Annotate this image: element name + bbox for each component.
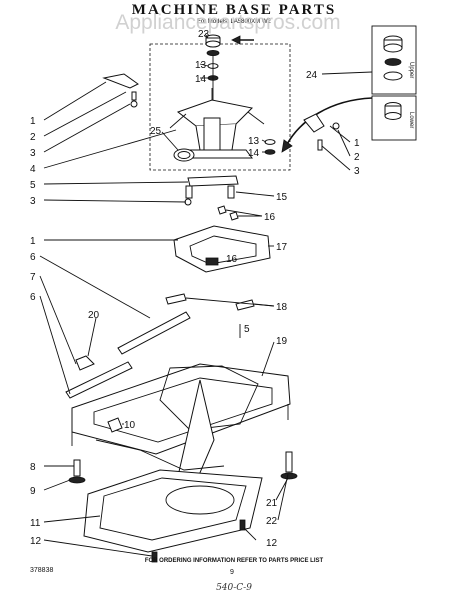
foot-pad-left (68, 476, 86, 484)
leveling-leg-left (73, 459, 81, 477)
seal-ring-inner (177, 151, 191, 159)
clip-bracket-left (102, 73, 139, 89)
callout-14-right: 14 (248, 148, 260, 159)
pin-20 (75, 355, 95, 371)
washers-13-14 (207, 56, 219, 100)
bearing-kit-box-lower (371, 95, 417, 141)
callout-18: 18 (276, 302, 288, 313)
callout-numbers: 23 13 14 24 1 2 3 4 25 13 14 1 2 3 5 3 1… (30, 29, 360, 549)
base-frame (71, 363, 291, 483)
clip-16 (217, 205, 227, 215)
leveling-leg-right (285, 451, 293, 473)
pad-18-right (235, 299, 255, 311)
washer-stack-top (205, 34, 221, 57)
support-rail-7 (65, 361, 133, 399)
bracket-pin-left (185, 185, 193, 199)
callout-13-right: 13 (248, 136, 260, 147)
callout-11: 11 (30, 518, 41, 529)
screw-right (332, 122, 340, 130)
callout-12-left: 12 (30, 536, 42, 547)
direction-arrow-head (231, 35, 241, 45)
callout-2-top: 2 (30, 132, 36, 143)
seal-ring (173, 148, 195, 162)
pad-18-left (165, 293, 187, 305)
callout-3-top: 3 (30, 148, 36, 159)
screw-12-right (239, 519, 246, 531)
callout-12-right: 12 (266, 538, 278, 549)
callout-1-top: 1 (30, 116, 36, 127)
callout-1-mid: 1 (30, 236, 36, 247)
callout-21: 21 (266, 498, 278, 509)
bracket-10 (107, 417, 123, 433)
curved-pointer-head (281, 139, 293, 153)
callout-3-right: 3 (354, 166, 360, 177)
callout-8: 8 (30, 462, 36, 473)
screw-12-left (151, 551, 158, 563)
washer-14-right (264, 149, 276, 155)
callout-24: 24 (306, 70, 318, 81)
models-subtitle: For Models: LA5800XM W2 (197, 19, 271, 25)
callout-7: 7 (30, 272, 36, 283)
callout-6-lower: 6 (30, 292, 36, 303)
clip-16b (229, 211, 239, 221)
callout-25: 25 (150, 126, 162, 137)
callout-20: 20 (88, 310, 100, 321)
callout-5-lower: 5 (244, 324, 250, 335)
callout-2-right: 2 (354, 152, 360, 163)
drive-bracket (187, 175, 239, 187)
lower-label: Lower (408, 112, 414, 128)
leader-lines (39, 33, 373, 557)
handwritten-note: 540-C-9 (216, 583, 252, 593)
callout-17: 17 (276, 242, 288, 253)
callout-4: 4 (30, 164, 36, 175)
callout-19: 19 (276, 336, 288, 347)
page-title: MACHINE BASE PARTS (132, 2, 336, 18)
callout-22: 22 (266, 516, 278, 527)
bearing-kit-box-upper (371, 25, 417, 95)
callout-16-plate: 16 (226, 254, 238, 265)
callout-23: 23 (198, 29, 210, 40)
washer-13-right (264, 139, 276, 145)
support-rail-6 (117, 311, 191, 355)
callout-14-upper: 14 (195, 74, 207, 85)
watermark-text: Appliancepartspros.com (115, 11, 340, 34)
callout-10: 10 (124, 420, 136, 431)
callout-5-top: 5 (30, 180, 36, 191)
foot-pad-right (280, 472, 298, 480)
document-number: 378838 (30, 567, 53, 574)
transmission-spider (169, 88, 265, 159)
screw-left (130, 100, 138, 108)
motor-mount-plate (173, 225, 271, 273)
curved-pointer-arrow (285, 97, 373, 147)
page-number: 9 (230, 569, 234, 576)
callout-6-top: 6 (30, 252, 36, 263)
bracket-pin-right (227, 185, 235, 199)
callout-9: 9 (30, 486, 36, 497)
base-pan (83, 469, 263, 553)
ordering-info-note: FOR ORDERING INFORMATION REFER TO PARTS … (145, 558, 324, 564)
callout-1-right: 1 (354, 138, 360, 149)
callout-16-top: 16 (264, 212, 276, 223)
callout-15: 15 (276, 192, 288, 203)
upper-label: Upper (408, 62, 414, 78)
clip-bracket-right (303, 113, 325, 133)
callout-3-mid: 3 (30, 196, 36, 207)
callout-13-upper: 13 (195, 60, 207, 71)
